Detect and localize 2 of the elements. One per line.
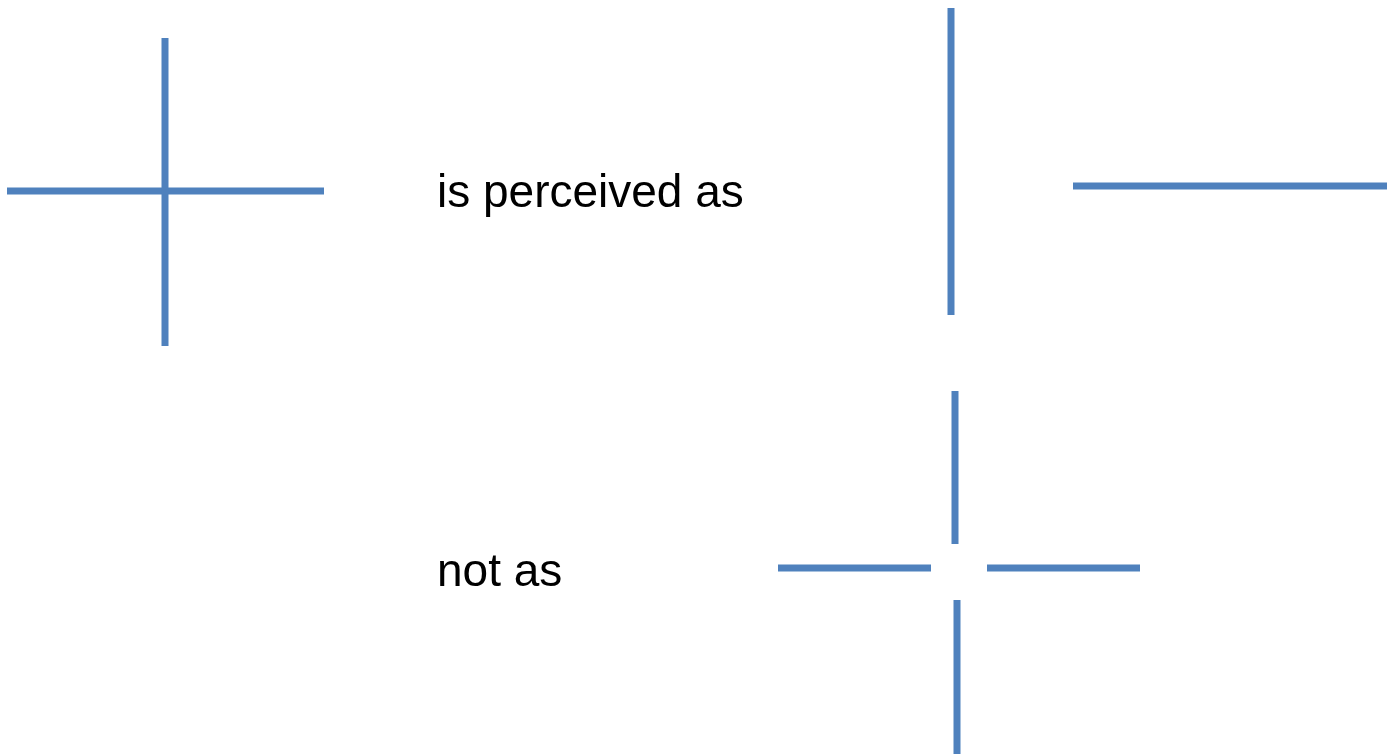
caption-text: not as (437, 545, 563, 596)
caption-text: is perceived as (437, 166, 744, 217)
